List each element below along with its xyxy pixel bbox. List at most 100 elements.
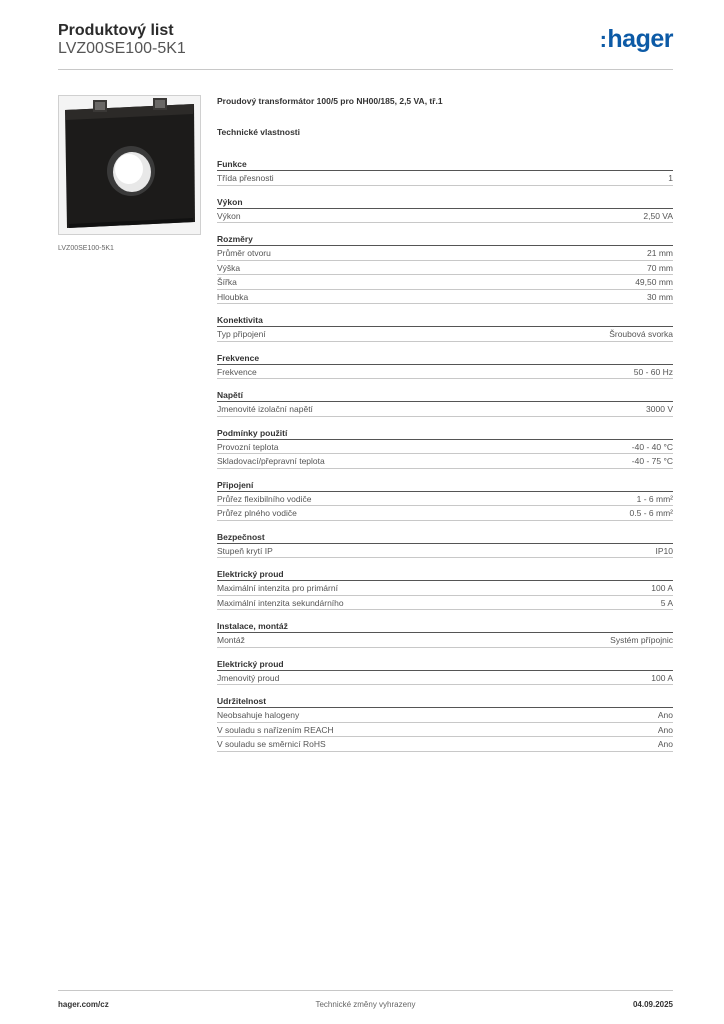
spec-group-title: Bezpečnost	[217, 530, 673, 544]
spec-row: Průřez flexibilního vodiče 1 - 6 mm²	[217, 492, 673, 506]
page-footer: hager.com/cz Technické změny vyhrazeny 0…	[58, 990, 673, 1020]
spec-row: Průřez plného vodiče 0.5 - 6 mm²	[217, 506, 673, 521]
spec-group-title: Rozměry	[217, 232, 673, 246]
section-title: Technické vlastnosti	[217, 127, 300, 137]
spec-value: -40 - 75 °C	[631, 456, 673, 466]
spec-value: 100 A	[651, 583, 673, 593]
spec-row: Výška 70 mm	[217, 261, 673, 275]
spec-value: 49,50 mm	[635, 277, 673, 287]
spec-value: IP10	[655, 545, 674, 556]
spec-value: 50 - 60 Hz	[633, 366, 673, 377]
spec-group-title: Výkon	[217, 195, 673, 209]
spec-row: Provozní teplota -40 - 40 °C	[217, 440, 673, 454]
product-description: Proudový transformátor 100/5 pro NH00/18…	[217, 96, 443, 106]
spec-value: 21 mm	[647, 248, 673, 258]
spec-row: Jmenovité izolační napětí 3000 V	[217, 402, 673, 417]
spec-group-title: Funkce	[217, 157, 673, 171]
spec-value: 100 A	[651, 672, 673, 683]
spec-label: Jmenovité izolační napětí	[217, 404, 313, 414]
spec-value: 5 A	[660, 597, 673, 608]
spec-group-title: Napětí	[217, 388, 673, 402]
spec-label: Maximální intenzita sekundárního	[217, 597, 344, 608]
spec-row: Výkon 2,50 VA	[217, 209, 673, 223]
spec-group-title: Elektrický proud	[217, 657, 673, 671]
spec-row: Jmenovitý proud 100 A	[217, 671, 673, 685]
spec-value: Ano	[657, 724, 673, 735]
spec-value: Ano	[657, 710, 673, 720]
spec-row: Průměr otvoru 21 mm	[217, 246, 673, 261]
spec-row: Maximální intenzita pro primární 100 A	[217, 581, 673, 596]
spec-group-title: Podmínky použití	[217, 426, 673, 440]
spec-value: -40 - 40 °C	[631, 441, 673, 452]
spec-label: Průřez plného vodiče	[217, 508, 297, 518]
spec-value: 1	[668, 173, 673, 183]
spec-label: Průměr otvoru	[217, 248, 271, 258]
spec-label: Výška	[217, 262, 241, 273]
spec-row: Hloubka 30 mm	[217, 290, 673, 304]
technical-specs: Proudový transformátor 100/5 pro NH00/18…	[217, 95, 673, 761]
spec-value: 0.5 - 6 mm²	[629, 508, 673, 518]
spec-label: Výkon	[217, 210, 241, 221]
spec-row: Šířka 49,50 mm	[217, 275, 673, 290]
spec-value: Systém přípojnic	[610, 635, 673, 645]
spec-label: Neobsahuje halogeny	[217, 710, 300, 720]
logo-text: hager	[607, 25, 673, 53]
footer-website: hager.com/cz	[58, 1000, 109, 1009]
page-header: Produktový list LVZ00SE100-5K1 :hager	[58, 22, 673, 70]
product-image	[58, 95, 201, 235]
spec-row: Maximální intenzita sekundárního 5 A	[217, 596, 673, 610]
spec-group-title: Konektivita	[217, 313, 673, 327]
document-title: Produktový list	[58, 22, 174, 39]
spec-label: V souladu se směrnicí RoHS	[217, 739, 326, 749]
spec-row: Neobsahuje halogeny Ano	[217, 708, 673, 723]
spec-label: Stupeň krytí IP	[217, 545, 273, 556]
spec-group-title: Elektrický proud	[217, 567, 673, 581]
spec-value: 2,50 VA	[643, 210, 673, 221]
current-transformer-image	[59, 96, 200, 234]
spec-label: Šířka	[217, 277, 237, 287]
spec-value: 1 - 6 mm²	[636, 493, 673, 504]
spec-row: V souladu se směrnicí RoHS Ano	[217, 737, 673, 752]
spec-row: Montáž Systém přípojnic	[217, 633, 673, 648]
spec-group-title: Frekvence	[217, 351, 673, 365]
spec-value: Šroubová svorka	[609, 329, 673, 339]
footer-notice: Technické změny vyhrazeny	[315, 1000, 416, 1009]
image-caption: LVZ00SE100-5K1	[58, 245, 114, 252]
spec-label: Hloubka	[217, 291, 249, 302]
spec-row: Třída přesnosti 1	[217, 171, 673, 186]
product-code: LVZ00SE100-5K1	[58, 40, 186, 57]
spec-label: Provozní teplota	[217, 441, 279, 452]
spec-row: Skladovací/přepravní teplota-40 - 75 °C	[217, 454, 673, 469]
spec-label: Frekvence	[217, 366, 257, 377]
spec-label: Maximální intenzita pro primární	[217, 583, 338, 593]
spec-row: V souladu s nařízením REACH Ano	[217, 723, 673, 737]
hager-logo: :hager	[599, 25, 674, 53]
spec-value: 30 mm	[647, 291, 673, 302]
spec-label: V souladu s nařízením REACH	[217, 724, 334, 735]
spec-value: 3000 V	[646, 404, 673, 414]
spec-label: Třída přesnosti	[217, 173, 274, 183]
spec-label: Průřez flexibilního vodiče	[217, 493, 312, 504]
footer-date: 04.09.2025	[632, 1000, 673, 1009]
spec-value: 70 mm	[647, 262, 673, 273]
spec-label: Montáž	[217, 635, 245, 645]
spec-group-title: Udržitelnost	[217, 694, 673, 708]
spec-value: Ano	[657, 739, 673, 749]
spec-group-title: Připojení	[217, 478, 673, 492]
spec-label: Jmenovitý proud	[217, 672, 280, 683]
